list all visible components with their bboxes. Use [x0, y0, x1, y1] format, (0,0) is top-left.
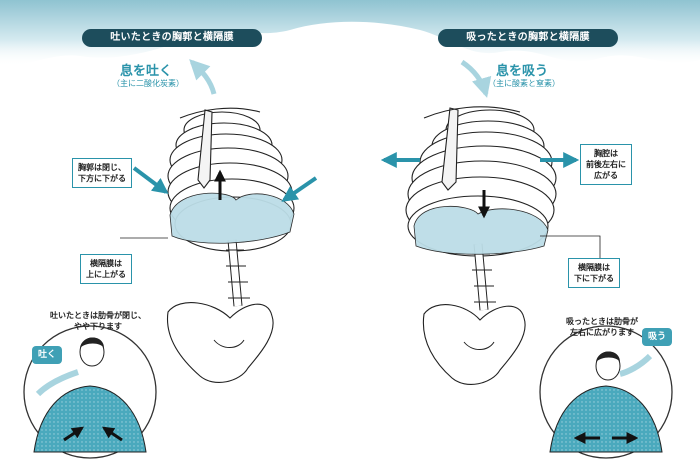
left-title: 吐いたときの胸郭と横隔膜 [82, 29, 262, 47]
right-person-note-line-1: 吸ったときは肋骨が [566, 317, 638, 326]
left-chest-note-line-1: 胸郭は閉じ、 [78, 163, 126, 172]
right-person-note-line-2: 左右に広がります [570, 328, 634, 337]
right-person-tag: 吸う [642, 328, 672, 346]
right-title: 吸ったときの胸郭と横隔膜 [438, 29, 618, 47]
right-diaphragm [413, 206, 549, 255]
right-person-illustration [539, 325, 673, 459]
left-person-note-line-1: 吐いたときは肋骨が閉じ、 [50, 311, 146, 320]
left-diaphragm-note: 横隔膜は 上に上がる [80, 254, 132, 284]
snow-background [0, 0, 700, 67]
right-diaphragm-note: 横隔膜は 下に下がる [568, 258, 620, 288]
right-chest-note: 胸腔は 前後左右に 広がる [580, 144, 632, 185]
left-diaphragm-note-line-2: 上に上がる [86, 270, 126, 279]
left-person-breath-stream [35, 369, 79, 397]
left-chest-note-line-2: 下方に下がる [78, 174, 126, 183]
right-pelvis [422, 304, 526, 385]
left-pelvis-detail [213, 339, 245, 348]
right-diaphragm-leader [540, 235, 601, 258]
left-exhale-curved-arrow [189, 59, 217, 95]
right-pelvis-detail [463, 341, 495, 350]
left-pelvis [166, 302, 274, 383]
left-person-note: 吐いたときは肋骨が閉じ、 やや下ります [50, 310, 146, 332]
left-diaphragm [169, 192, 295, 244]
left-inward-arrow-right [281, 176, 318, 202]
right-diaphragm-note-line-1: 横隔膜は [578, 263, 610, 272]
left-breath-sub: （主に二酸化炭素） [112, 79, 184, 88]
left-breath-label: 息を吐く [120, 64, 173, 79]
right-chest-note-line-1: 胸腔は [594, 149, 618, 158]
right-breath-label: 息を吸う [496, 64, 549, 79]
right-chest-note-line-2: 前後左右に [586, 160, 626, 169]
right-skeleton [405, 106, 557, 311]
right-diaphragm-note-line-2: 下に下がる [574, 274, 614, 283]
left-person-note-line-2: やや下ります [74, 322, 122, 331]
left-diaphragm-note-line-1: 横隔膜は [90, 259, 122, 268]
right-chest-note-line-3: 広がる [594, 171, 618, 180]
left-inward-arrow-left [132, 166, 169, 194]
right-person-note: 吸ったときは肋骨が 左右に広がります [566, 316, 638, 338]
left-chest-note: 胸郭は閉じ、 下方に下がる [72, 158, 132, 188]
right-inhale-curved-arrow [460, 59, 492, 98]
left-person-tag: 吐く [32, 346, 62, 364]
right-person-breath-stream [619, 353, 653, 377]
right-breath-sub: （主に酸素と窒素） [488, 79, 560, 88]
